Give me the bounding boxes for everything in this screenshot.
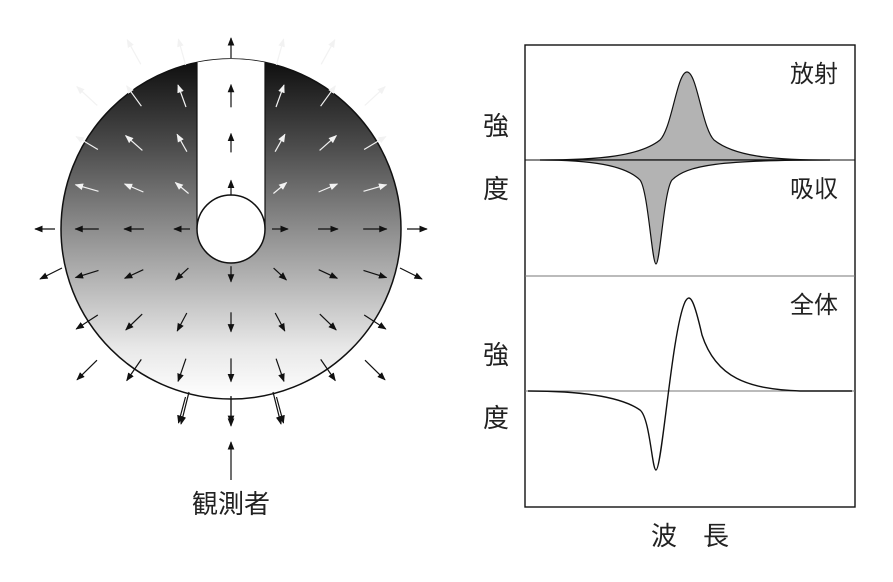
velocity-arrow [174,267,189,281]
velocity-arrow [319,313,337,331]
velocity-arrow [177,358,187,383]
expanding-shell-diagram: 観測者 [34,37,428,520]
velocity-arrow [125,313,143,331]
velocity-arrow [75,314,99,330]
velocity-arrow [176,133,188,152]
absorption-label: 吸収 [790,175,838,203]
total-profile [527,297,852,471]
line-profile-plot: 放射 吸収 全体 強 度 強 度 波 長 [483,44,856,552]
velocity-arrow [39,267,63,280]
velocity-arrow [123,269,144,279]
velocity-arrow [76,359,98,381]
velocity-arrow [124,135,143,151]
total-label: 全体 [790,291,838,319]
y-label-bottom-1: 強 [483,341,509,371]
velocity-arrow [275,358,285,383]
velocity-arrow [126,359,142,382]
velocity-arrow [363,183,388,192]
velocity-arrow [319,135,338,151]
velocity-arrow [320,38,336,65]
velocity-arrow [179,391,190,425]
central-star [196,194,266,264]
velocity-arrow [176,312,188,332]
velocity-arrow [273,267,288,281]
velocity-arrow [318,183,339,193]
velocity-arrow [177,38,187,66]
observer-label: 観測者 [192,490,270,520]
x-axis-label: 波 長 [651,522,729,552]
y-label-bottom-2: 度 [483,404,509,434]
velocity-arrow [363,135,387,151]
velocity-arrow [364,86,386,106]
y-label-top-1: 強 [483,112,509,142]
velocity-arrow [272,391,283,425]
velocity-arrow [320,85,336,107]
emission-profile [539,71,831,161]
velocity-arrow [275,84,285,108]
velocity-arrow [320,359,336,382]
velocity-arrow [76,86,98,106]
velocity-arrows [34,37,428,427]
velocity-arrow [318,269,339,279]
velocity-arrow [74,183,99,192]
absorption-profile [539,159,831,265]
velocity-arrow [123,183,144,193]
velocity-arrow [273,181,288,194]
velocity-arrow [363,269,388,279]
emission-label: 放射 [790,60,838,88]
velocity-arrow [275,38,285,66]
velocity-arrow [363,314,387,330]
velocity-arrow [174,181,189,194]
velocity-arrow [177,84,187,108]
velocity-arrow [75,135,99,151]
velocity-arrow [399,267,423,280]
velocity-arrow [274,133,286,152]
velocity-arrow [74,269,99,279]
y-label-top-2: 度 [483,175,509,205]
velocity-arrow [126,38,142,65]
velocity-arrow [364,359,386,381]
velocity-arrow [126,85,142,107]
velocity-arrow [274,312,286,332]
